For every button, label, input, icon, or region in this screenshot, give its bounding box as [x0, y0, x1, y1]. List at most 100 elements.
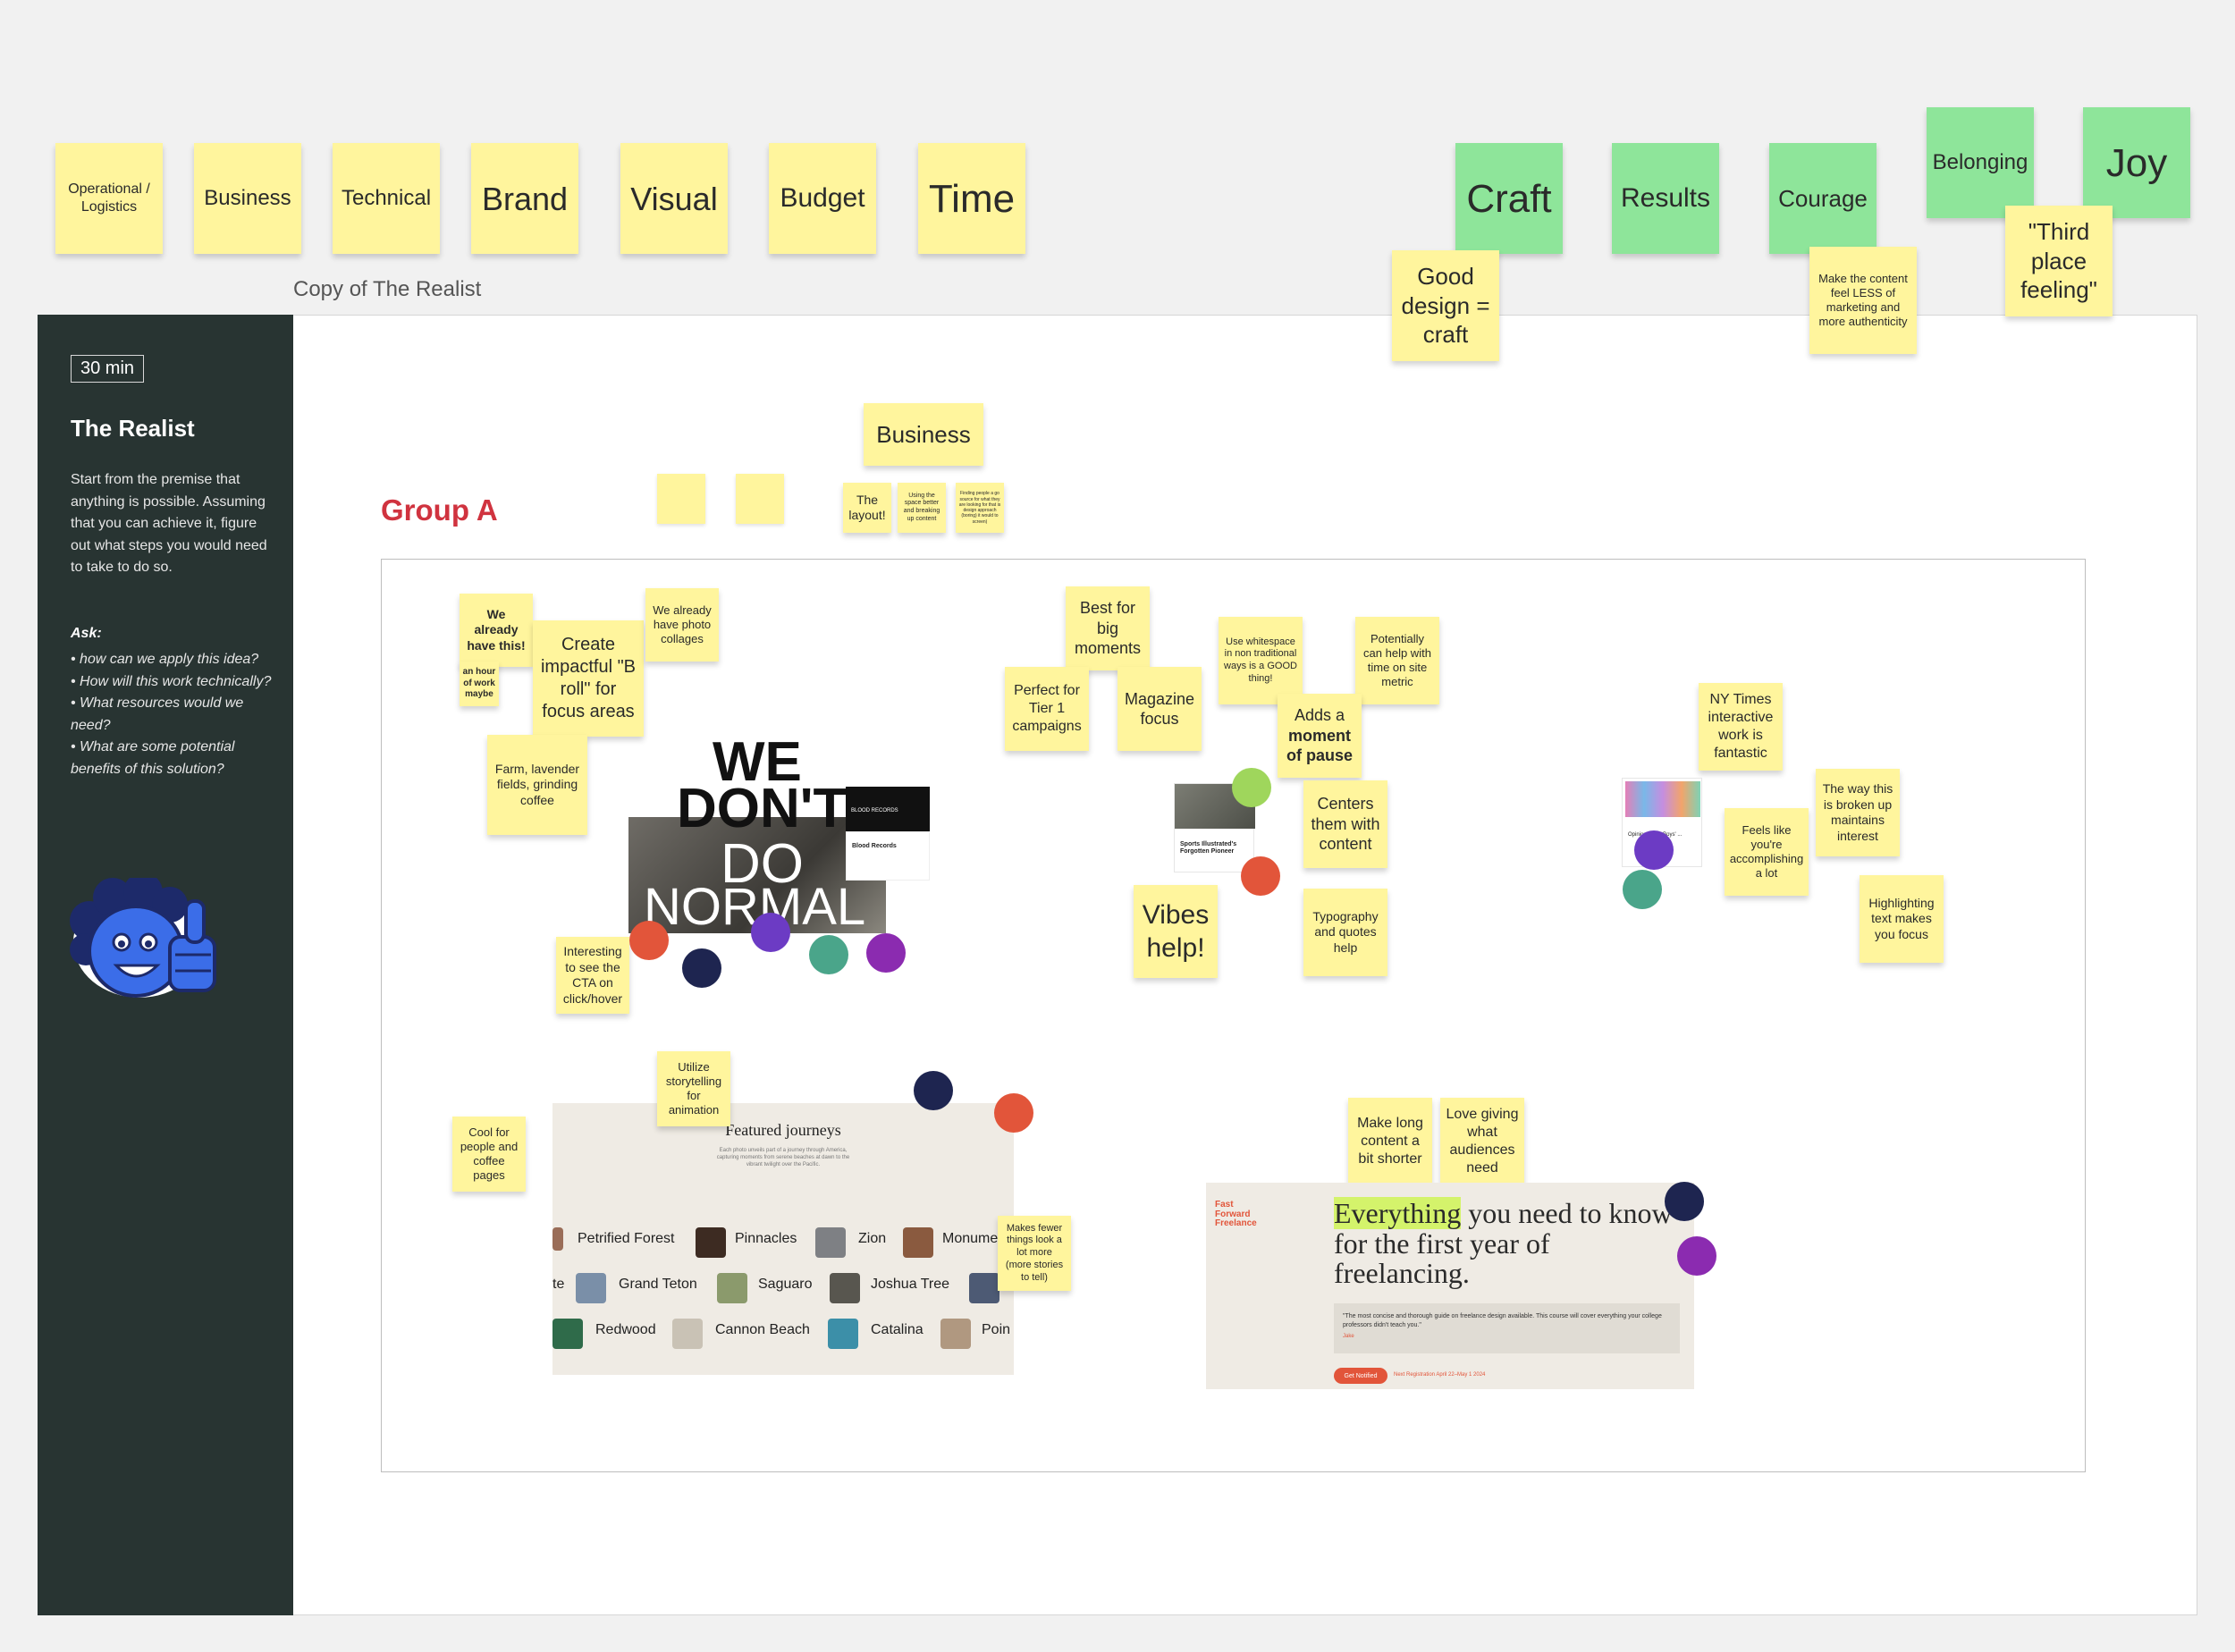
fff-quote-box: "The most concise and thorough guide on …	[1334, 1303, 1680, 1353]
fff-headline-highlight: Everything	[1334, 1197, 1461, 1229]
vote-dot[interactable]	[914, 1071, 953, 1110]
place-label[interactable]: Saguaro	[758, 1277, 813, 1293]
blood-records-header: BLOOD RECORDS	[846, 787, 930, 831]
sticky-budget[interactable]: Budget	[769, 143, 876, 254]
place-thumb	[696, 1227, 726, 1258]
pause-bold: moment of pause	[1286, 727, 1353, 765]
sticky-b-roll[interactable]: Create impactful "B roll" for focus area…	[533, 620, 644, 737]
vote-dot[interactable]	[1665, 1182, 1704, 1221]
place-label[interactable]: Joshua Tree	[871, 1277, 949, 1293]
empty-sticky[interactable]	[736, 474, 784, 524]
sticky-third-place[interactable]: "Third place feeling"	[2005, 206, 2113, 316]
sticky-operational[interactable]: Operational / Logistics	[55, 143, 163, 254]
business-note-space[interactable]: Using the space better and breaking up c…	[898, 483, 946, 533]
pause-prefix: Adds a	[1295, 706, 1345, 724]
sticky-magazine[interactable]: Magazine focus	[1118, 667, 1202, 751]
vote-dot[interactable]	[1232, 768, 1271, 807]
place-thumb	[576, 1273, 606, 1303]
vote-dot[interactable]	[682, 948, 721, 988]
empty-sticky[interactable]	[657, 474, 705, 524]
sticky-hour-of-work[interactable]: an hour of work maybe	[460, 662, 499, 706]
vote-dot[interactable]	[1677, 1236, 1716, 1276]
fff-screen: Fast Forward Freelance Everything you ne…	[1206, 1183, 1694, 1389]
place-thumb	[828, 1319, 858, 1349]
sticky-business[interactable]: Business	[194, 143, 301, 254]
business-note-layout[interactable]: The layout!	[843, 483, 891, 533]
place-label[interactable]: Cannon Beach	[715, 1322, 810, 1338]
place-label[interactable]: Grand Teton	[619, 1277, 697, 1293]
sticky-courage[interactable]: Courage	[1769, 143, 1877, 254]
sticky-fewer-things[interactable]: Makes fewer things look a lot more (more…	[998, 1216, 1071, 1291]
frame-label: Copy of The Realist	[293, 277, 481, 302]
sticky-cool-for[interactable]: Cool for people and coffee pages	[452, 1117, 526, 1192]
sticky-moment-of-pause[interactable]: Adds a moment of pause	[1278, 694, 1362, 778]
business-note-finding[interactable]: Finding people a go source for what they…	[956, 483, 1004, 533]
place-thumb	[717, 1273, 747, 1303]
sticky-brand[interactable]: Brand	[471, 143, 578, 254]
vote-dot[interactable]	[994, 1093, 1033, 1133]
sticky-farm[interactable]: Farm, lavender fields, grinding coffee	[487, 735, 587, 835]
ask-item: • how can we apply this idea?	[71, 649, 272, 671]
sticky-centers[interactable]: Centers them with content	[1303, 780, 1387, 868]
sticky-time[interactable]: Time	[918, 143, 1025, 254]
place-label[interactable]: te	[552, 1277, 564, 1293]
sticky-whitespace[interactable]: Use whitespace in non traditional ways i…	[1219, 617, 1303, 704]
sticky-photo-collages[interactable]: We already have photo collages	[645, 588, 719, 662]
sticky-time-metric[interactable]: Potentially can help with time on site m…	[1355, 617, 1439, 704]
journeys-subtitle: Each photo unveils part of a journey thr…	[710, 1148, 856, 1168]
vote-dot[interactable]	[629, 921, 669, 960]
sticky-best-for-big[interactable]: Best for big moments	[1066, 586, 1150, 670]
sports-title: Sports Illustrated's Forgotten Pioneer	[1180, 841, 1250, 855]
vote-dot[interactable]	[1623, 870, 1662, 909]
sticky-already-have[interactable]: We already have this!	[460, 594, 533, 667]
sticky-joy[interactable]: Joy	[2083, 107, 2190, 218]
sticky-technical[interactable]: Technical	[333, 143, 440, 254]
vote-dot[interactable]	[751, 913, 790, 952]
place-label[interactable]: Poin	[982, 1322, 1010, 1338]
group-title: Group A	[381, 493, 498, 527]
sticky-broken-up[interactable]: The way this is broken up maintains inte…	[1816, 769, 1900, 856]
sticky-less-marketing[interactable]: Make the content feel LESS of marketing …	[1809, 247, 1917, 354]
place-thumb	[903, 1227, 933, 1258]
place-thumb	[830, 1273, 860, 1303]
sticky-typography[interactable]: Typography and quotes help	[1303, 889, 1387, 976]
sticky-long-content[interactable]: Make long content a bit shorter	[1348, 1098, 1432, 1185]
place-label[interactable]: Redwood	[595, 1322, 656, 1338]
sticky-visual[interactable]: Visual	[620, 143, 728, 254]
vote-dot[interactable]	[1241, 856, 1280, 896]
sticky-accomplishing[interactable]: Feels like you're accomplishing a lot	[1725, 808, 1809, 896]
panel-title: The Realist	[71, 415, 195, 442]
place-thumb	[969, 1273, 999, 1303]
place-thumb	[672, 1319, 703, 1349]
fff-quote: "The most concise and thorough guide on …	[1343, 1312, 1671, 1330]
place-label[interactable]: Catalina	[871, 1322, 924, 1338]
sticky-belonging[interactable]: Belonging	[1927, 107, 2034, 218]
place-label[interactable]: Pinnacles	[735, 1231, 797, 1247]
timer-badge[interactable]: 30 min	[71, 355, 144, 383]
sticky-good-design[interactable]: Good design = craft	[1392, 250, 1499, 361]
sticky-craft[interactable]: Craft	[1455, 143, 1563, 254]
place-label[interactable]: Monume	[942, 1231, 998, 1247]
blood-records-title: Blood Records	[852, 843, 897, 849]
vote-dot[interactable]	[809, 935, 848, 974]
sticky-results[interactable]: Results	[1612, 143, 1719, 254]
sticky-highlighting[interactable]: Highlighting text makes you focus	[1860, 875, 1944, 963]
place-label[interactable]: Zion	[858, 1231, 886, 1247]
nyt-artwork	[1625, 781, 1700, 817]
fff-brand: Fast Forward Freelance	[1215, 1201, 1269, 1229]
sticky-tier1[interactable]: Perfect for Tier 1 campaigns	[1005, 667, 1089, 751]
group-business-sticky[interactable]: Business	[864, 403, 983, 466]
sticky-vibes[interactable]: Vibes help!	[1134, 885, 1218, 978]
sticky-storytelling[interactable]: Utilize storytelling for animation	[657, 1051, 730, 1126]
fff-notify-button[interactable]: Get Notified	[1334, 1368, 1387, 1384]
vote-dot[interactable]	[1634, 830, 1674, 870]
sticky-cta[interactable]: Interesting to see the CTA on click/hove…	[556, 937, 629, 1014]
fff-registration: Next Registration April 22–May 1 2024	[1394, 1372, 1485, 1378]
ask-item: • What are some potential benefits of th…	[71, 737, 272, 780]
journeys-row-2: te Grand Teton Saguaro Joshua Tree	[552, 1273, 1014, 1296]
journeys-row-1: Petrified Forest Pinnacles Zion Monume	[552, 1227, 1014, 1251]
sticky-nyt[interactable]: NY Times interactive work is fantastic	[1699, 683, 1783, 771]
sticky-love-giving[interactable]: Love giving what audiences need	[1440, 1098, 1524, 1185]
vote-dot[interactable]	[866, 933, 906, 973]
place-label[interactable]: Petrified Forest	[578, 1231, 674, 1247]
